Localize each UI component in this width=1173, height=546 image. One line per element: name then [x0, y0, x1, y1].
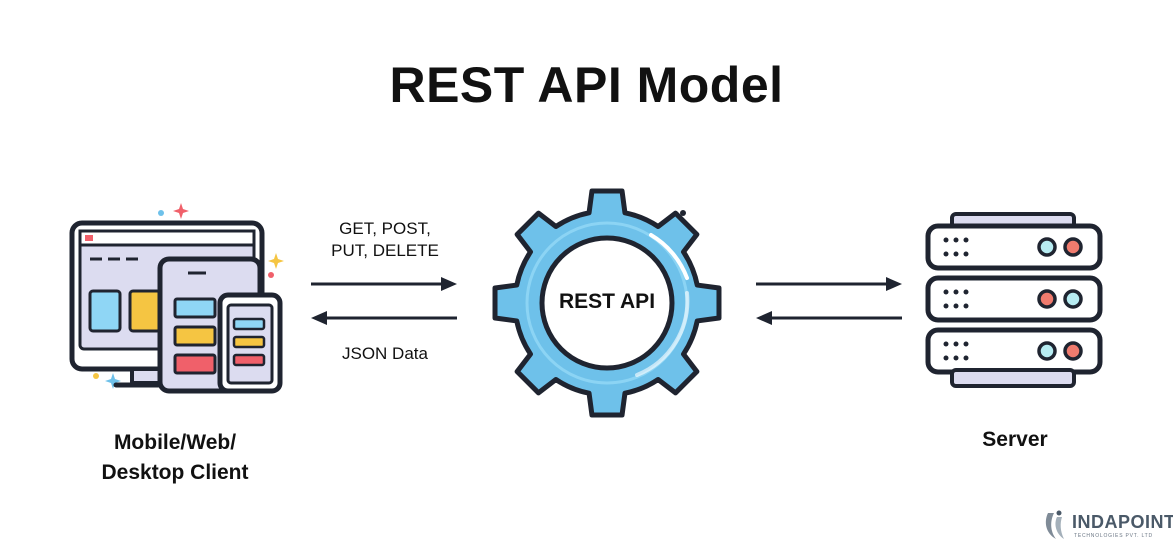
response-arrow	[311, 311, 457, 325]
server-unit-3	[925, 327, 1103, 388]
response-format: JSON Data	[342, 344, 428, 363]
diagram-title: REST API Model	[389, 57, 784, 113]
server-label: Server	[982, 428, 1048, 451]
request-methods-line2: PUT, DELETE	[331, 241, 439, 260]
request-methods: GET, POST, PUT, DELETE	[305, 218, 465, 262]
server-unit-1	[925, 212, 1103, 271]
client-label: Mobile/Web/ Desktop Client	[60, 428, 290, 488]
api-label: REST API	[558, 290, 656, 313]
client-devices-icon	[69, 203, 284, 394]
logo-name: INDAPOINT	[1072, 512, 1173, 532]
server-icon	[925, 212, 1103, 388]
client-label-line1: Mobile/Web/	[113, 431, 237, 454]
client-label-line2: Desktop Client	[101, 461, 249, 484]
gear-icon	[492, 188, 722, 418]
request-arrow	[311, 277, 457, 291]
request-methods-line1: GET, POST,	[339, 219, 431, 238]
logo-tagline: TECHNOLOGIES PVT. LTD	[1074, 533, 1153, 539]
server-response-arrow	[756, 311, 902, 325]
server-unit-2	[925, 275, 1103, 323]
server-request-arrow	[756, 277, 902, 291]
indapoint-logo-icon	[1045, 510, 1064, 539]
